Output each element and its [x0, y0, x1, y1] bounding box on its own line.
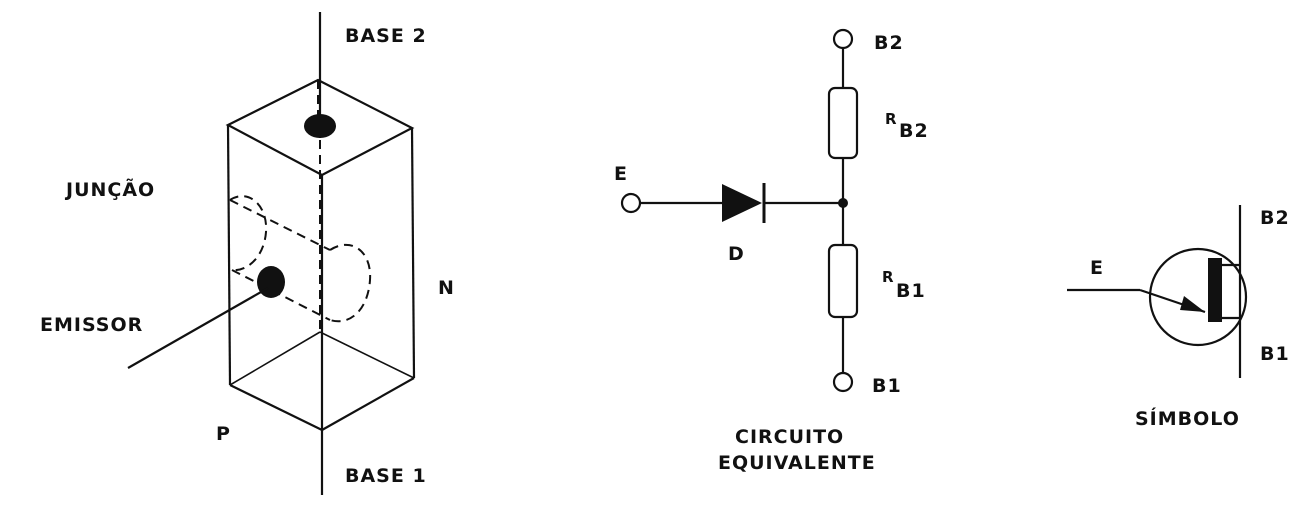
emissor-label: EMISSOR: [40, 314, 143, 336]
box-top-face: [225, 78, 415, 177]
box-bottom-right: [321, 377, 415, 431]
circuit-caption-line1: CIRCUITO: [735, 426, 844, 448]
symbol-b2-label: B2: [1260, 207, 1290, 229]
cylinder-back-end: [229, 195, 268, 272]
box-hidden-right: [319, 331, 415, 379]
ujt-structure: BASE 2 BASE 1 JUNÇÃO EMISSOR N P: [40, 12, 455, 495]
base2-contact: [304, 114, 336, 138]
cylinder-bottom-edge: [231, 269, 331, 321]
cylinder-front-end: [329, 243, 372, 323]
resistor-rb2: [827, 86, 859, 160]
equivalent-circuit: B2 B1 E D R B2 R B1 CIRCUITO EQUIVALENTE: [614, 28, 929, 474]
symbol-e-label: E: [1090, 257, 1104, 279]
rb1-label-sub: B1: [896, 280, 926, 302]
diode-triangle: [722, 184, 762, 222]
emitter-contact: [257, 266, 285, 298]
rb2-label-sub: B2: [899, 120, 929, 142]
box-hidden-left: [229, 331, 321, 386]
symbol-caption: SÍMBOLO: [1135, 407, 1240, 430]
symbol-base-bar: [1208, 258, 1222, 322]
ujt-symbol: B2 B1 E SÍMBOLO: [1067, 205, 1290, 430]
p-region-label: P: [216, 423, 231, 445]
circuit-caption-line2: EQUIVALENTE: [718, 452, 876, 474]
terminal-b2: [832, 28, 854, 50]
terminal-e: [620, 192, 642, 214]
b2-terminal-label: B2: [874, 32, 904, 54]
e-terminal-label: E: [614, 163, 628, 185]
cylinder-top-edge: [229, 199, 331, 251]
terminal-b1: [832, 371, 854, 393]
base2-label: BASE 2: [345, 25, 427, 47]
base1-label: BASE 1: [345, 465, 427, 487]
box-bottom-left: [229, 384, 323, 431]
juncao-label: JUNÇÃO: [64, 177, 155, 201]
box-right-edge: [410, 127, 416, 379]
n-region-label: N: [438, 277, 455, 299]
symbol-emitter-arrow: [1180, 296, 1205, 312]
box-left-edge: [226, 124, 232, 386]
diode-label: D: [728, 243, 745, 265]
resistor-rb1: [827, 243, 859, 319]
rb2-label-main: R: [885, 110, 898, 128]
symbol-circle: [1148, 247, 1248, 347]
emitter-lead: [127, 287, 269, 369]
b1-terminal-label: B1: [872, 375, 902, 397]
rb1-label-main: R: [882, 268, 895, 286]
symbol-b1-label: B1: [1260, 343, 1290, 365]
